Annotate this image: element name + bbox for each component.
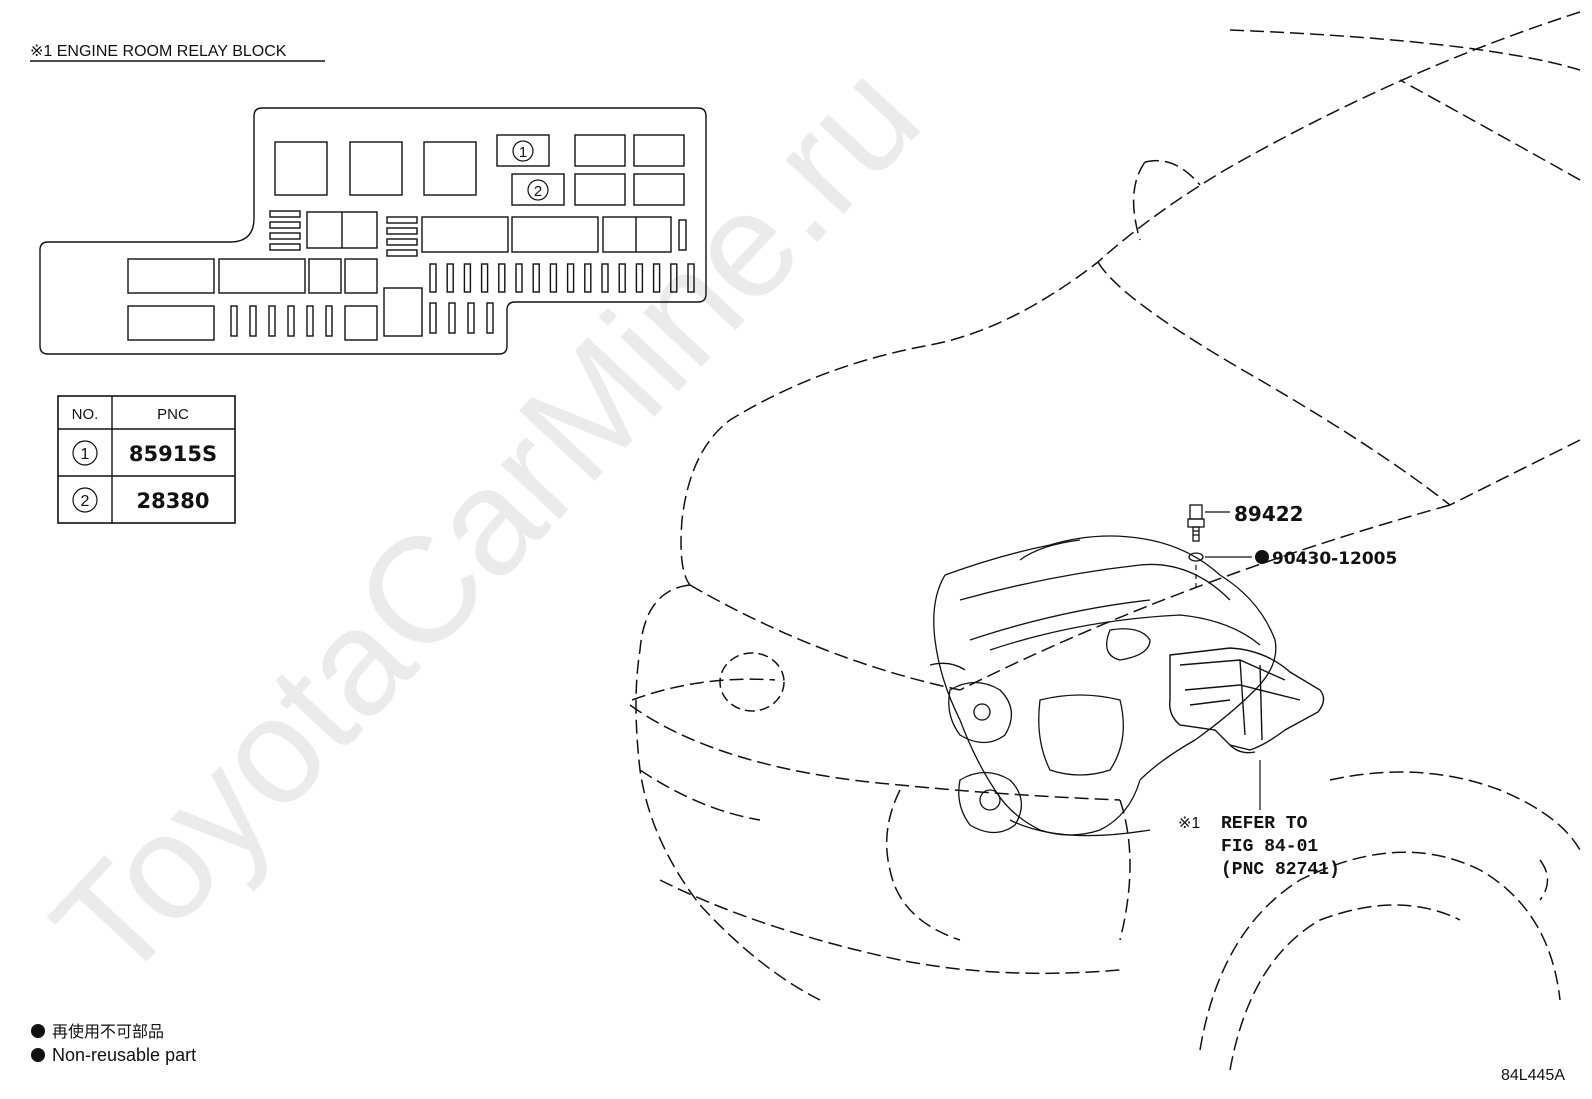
table-row: 2 28380 [72,487,210,513]
vehicle-body-outline [629,11,1581,1071]
row-1-number: 1 [81,446,90,463]
fuse-slot [670,263,678,293]
row-2-number: 2 [81,493,90,510]
fuse-slot [325,305,333,337]
relay-slot-1-marker: 1 [512,140,534,162]
fuse-slot [486,302,494,334]
relay-block-bracket [1169,647,1325,754]
fuse-slot [249,305,257,337]
legend-bullet-icon [31,1024,45,1038]
legend-bullet-icon [31,1048,45,1062]
fuse-slot [584,263,592,293]
refer-line-1: REFER TO [1221,814,1308,834]
callout-part-90430-12005: 90430-12005 [1255,549,1397,569]
legend-text-jp: 再使用不可部品 [52,1022,164,1041]
fuse-slot [618,263,626,293]
legend: 再使用不可部品 Non-reusable part [31,1022,196,1065]
figure-id: 84L445A [1501,1067,1565,1084]
relay-block-title: ※1 ENGINE ROOM RELAY BLOCK [30,43,287,60]
pnc-table-header-pnc: PNC [157,406,189,423]
relay-slot-1-number: 1 [519,144,527,161]
fuse-slot [498,263,506,293]
fuse-slot [652,263,661,293]
fuse-slot [515,263,523,293]
fuse-slot [463,263,472,293]
refer-marker: ※1 [1178,815,1200,832]
relay-slot-2-marker: 2 [527,179,549,201]
callout-part-90430-text: 90430-12005 [1272,549,1397,569]
watermark: ToyotaCarMine.ru [21,31,951,1011]
fuse-slot [480,263,489,293]
fuse-slot [268,305,276,337]
row-1-pnc: 85915S [129,442,217,466]
fuse-slot [429,302,437,334]
fuse-slot [446,263,454,293]
legend-text-en: Non-reusable part [52,1045,196,1065]
fuse-slot [467,302,475,334]
refer-callout: ※1 REFER TO FIG 84-01 (PNC 82741) [1178,814,1340,880]
relay-slot-2-number: 2 [534,183,542,200]
fuse-slot [566,263,575,293]
fuse-slot [448,302,456,334]
table-row: 1 85915S [72,440,217,466]
part-89422-sensor [1187,504,1205,562]
fuse-slot [635,263,644,293]
leader-lines [1195,511,1261,810]
fuse-slot [287,305,295,337]
row-2-pnc: 28380 [136,489,209,513]
fuse-slot [429,263,437,293]
refer-line-2: FIG 84-01 [1221,837,1318,857]
relay-slot-2 [511,173,565,206]
relay-block-outline [39,107,707,355]
refer-line-3: (PNC 82741) [1221,860,1340,880]
relay-slot-1 [496,134,550,167]
relay-block-heading: ※1 ENGINE ROOM RELAY BLOCK [30,43,325,62]
fuse-slot [532,263,540,293]
callout-part-89422: 89422 [1234,502,1304,526]
pnc-table: NO. PNC 1 85915S 2 28380 [57,395,236,524]
fuse-slot [601,263,609,293]
relay-block-diagram [39,107,707,355]
fuse-slot [306,305,314,337]
fuse-slot [549,263,558,293]
non-reusable-icon [1255,550,1269,564]
engine-assembly [929,535,1277,837]
pnc-table-header-no: NO. [72,406,99,423]
fuse-slot [230,305,238,337]
headlight-outline [719,652,785,712]
fuse-slot [687,263,695,293]
